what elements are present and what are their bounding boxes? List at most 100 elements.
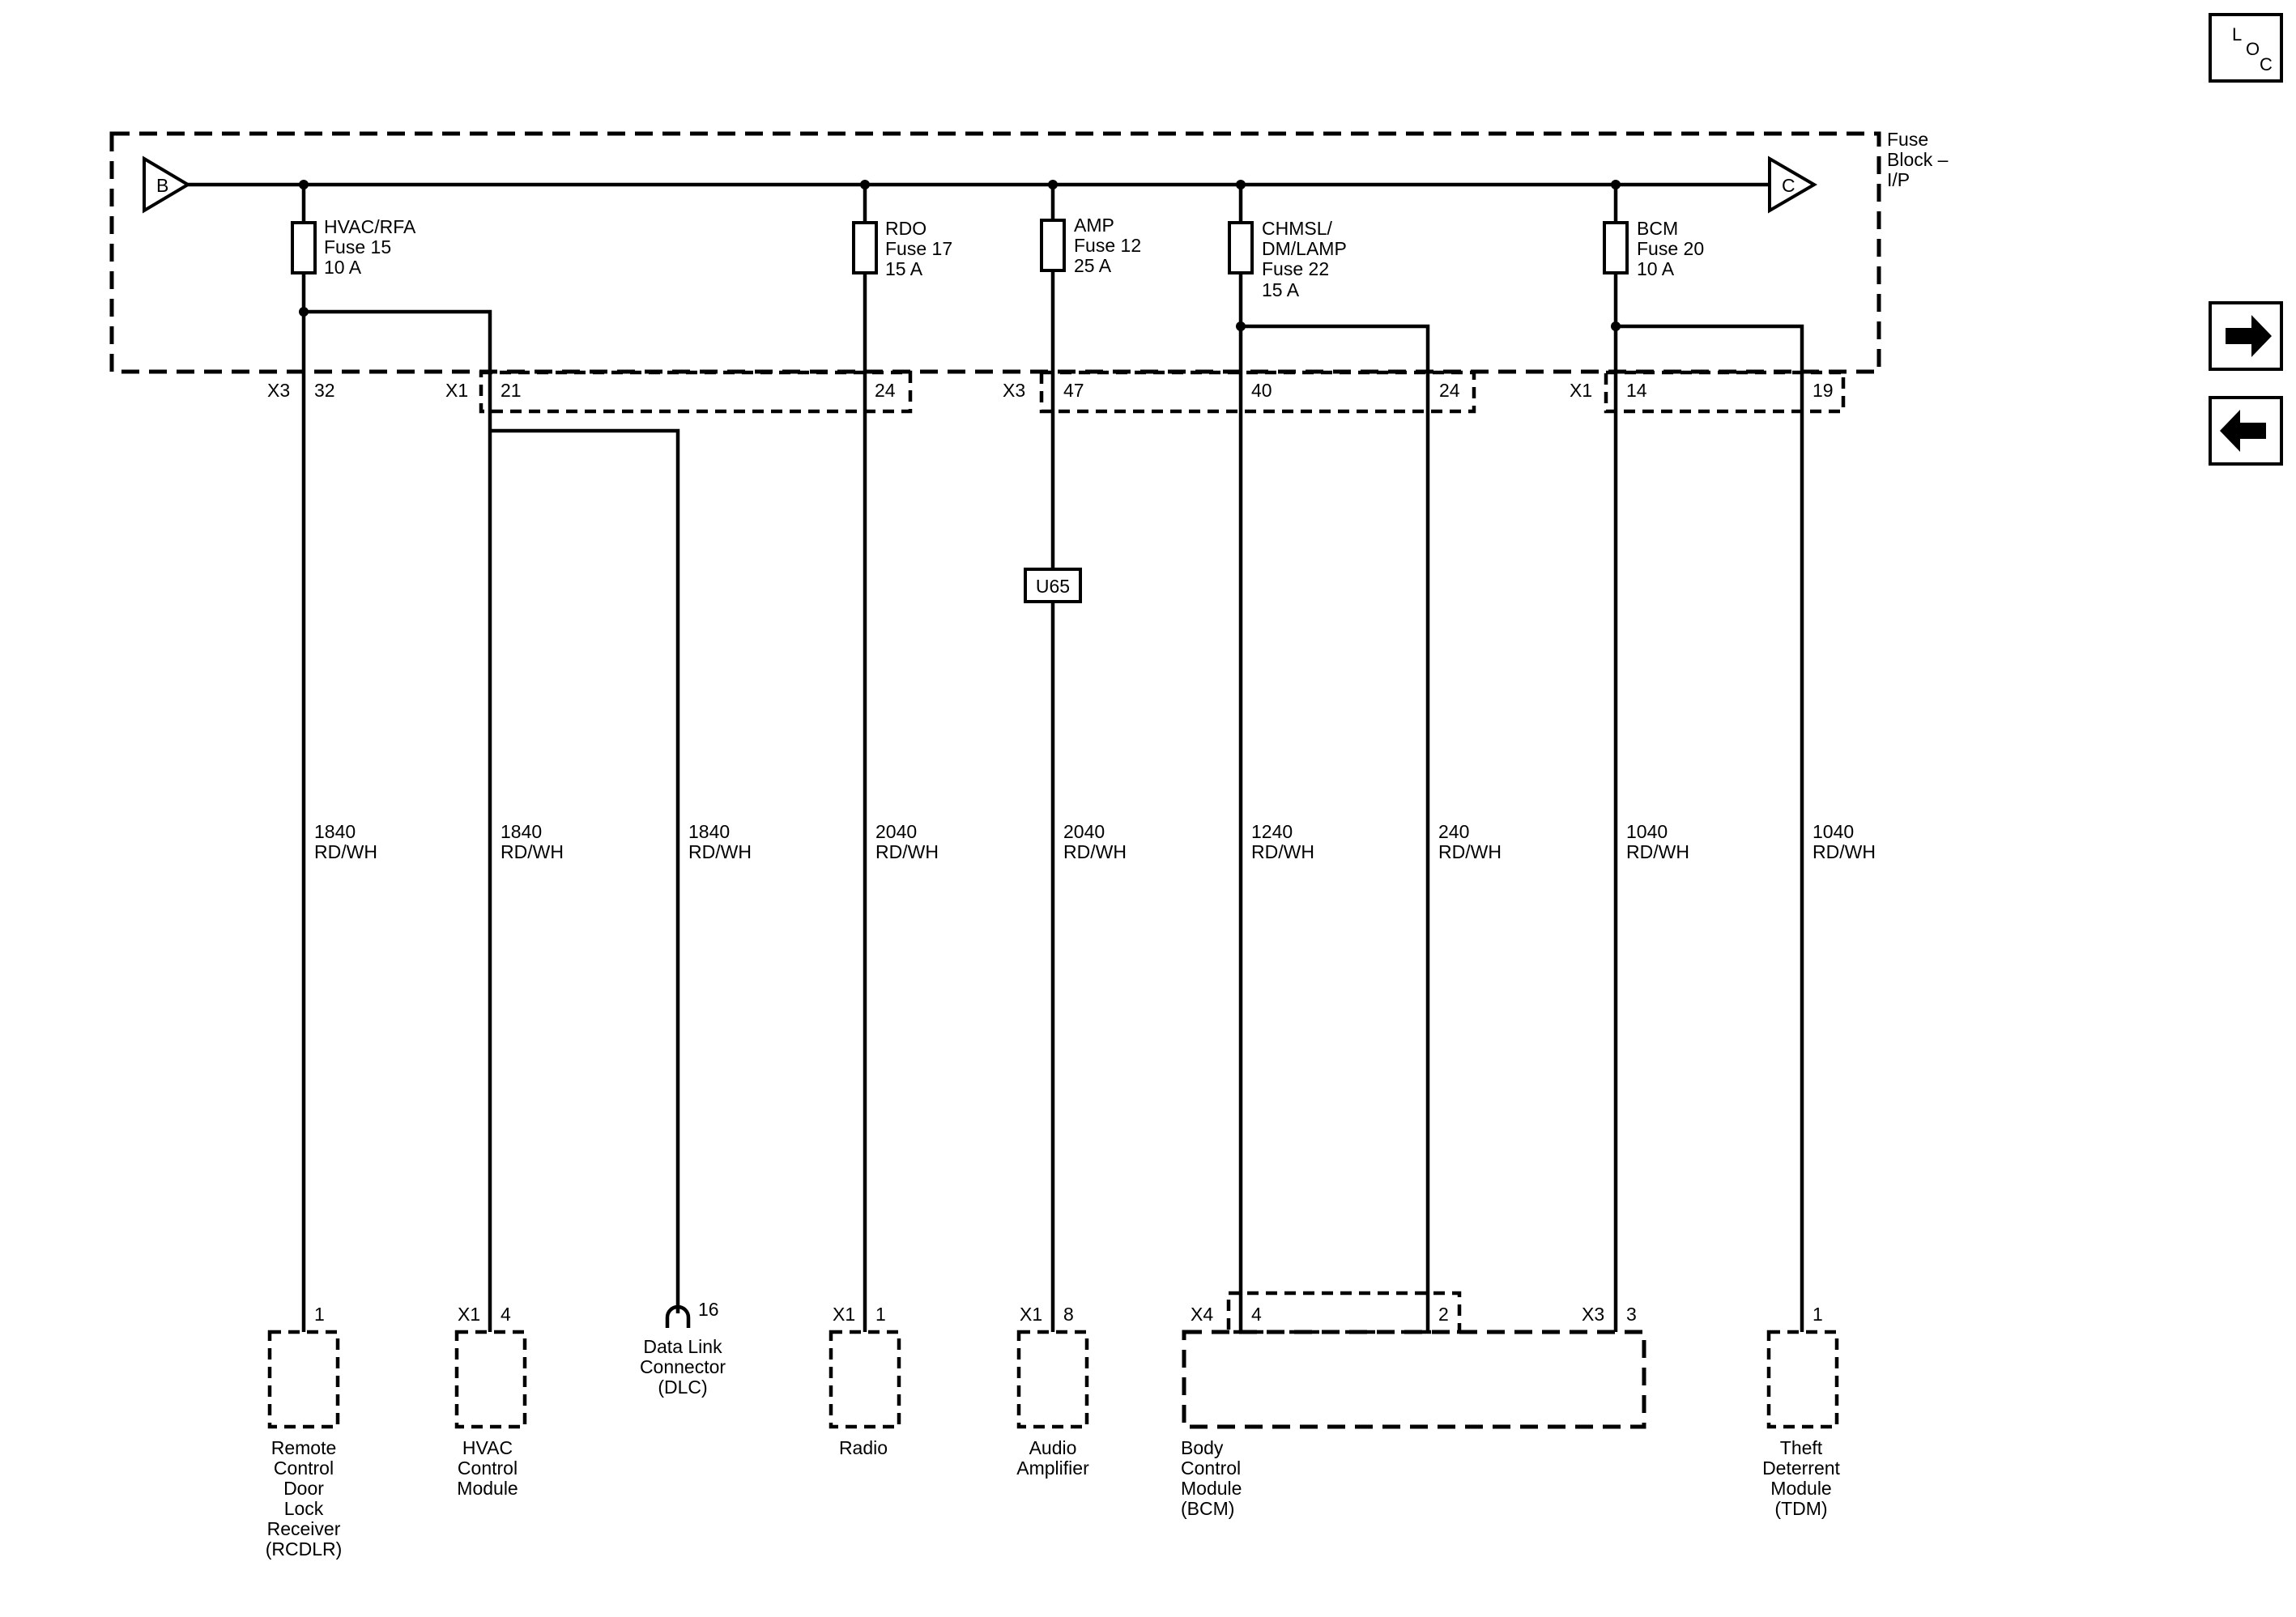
fuse-20-name: BCM [1637, 218, 1678, 239]
module-tdm-label: (TDM) [1774, 1498, 1827, 1519]
fuse-block-label-line-3: I/P [1887, 169, 1910, 190]
pin-label: 40 [1251, 380, 1272, 401]
dlc-label: Connector [640, 1356, 726, 1377]
module-rcdlr-label: Control [274, 1457, 334, 1479]
wire-color: RD/WH [1813, 841, 1876, 862]
fuse-12-name: AMP [1074, 215, 1114, 236]
fuse-22-name-cont: DM/LAMP [1262, 238, 1347, 259]
fuse-block-label-line-1: Fuse [1887, 129, 1928, 150]
fuse-15-number: Fuse 15 [324, 236, 391, 257]
fuse-17-name: RDO [885, 218, 926, 239]
fuse-20-symbol [1603, 221, 1629, 274]
pin-label: 14 [1626, 380, 1647, 401]
loc-letter-l: L [2232, 24, 2242, 45]
module-rcdlr-label: Remote [271, 1437, 337, 1458]
connector-x4-lower [1226, 1291, 1462, 1334]
wire-circuit-number: 240 [1438, 821, 1469, 842]
connector-x1-upper-left [479, 370, 913, 414]
module-bcm-outline [1182, 1330, 1646, 1429]
wire-color: RD/WH [1063, 841, 1127, 862]
connector-label: X1 [833, 1304, 855, 1325]
bus-in-connector[interactable]: B [143, 155, 191, 214]
connector-label: X1 [1020, 1304, 1042, 1325]
fuse-22-number: Fuse 22 [1262, 258, 1329, 279]
bus-in-label: B [156, 175, 168, 196]
wire-color: RD/WH [501, 841, 564, 862]
previous-page-button[interactable] [2209, 396, 2283, 466]
module-tdm-label: Theft [1780, 1437, 1823, 1458]
module-bcm[interactable]: Body Control Module (BCM) [1181, 1291, 1646, 1519]
connector-x1-upper-right [1604, 370, 1846, 414]
module-hvac-control-label: Module [457, 1478, 518, 1499]
connector-label: X1 [1570, 380, 1592, 401]
arrow-left-icon [2220, 410, 2266, 452]
fuse-17-rating: 15 A [885, 258, 923, 279]
connector-label: X1 [458, 1304, 480, 1325]
loc-button[interactable]: L O C [2209, 13, 2283, 83]
module-bcm-label: Body [1181, 1437, 1224, 1458]
pin-label: 4 [1251, 1304, 1262, 1325]
next-page-button[interactable] [2209, 301, 2283, 371]
module-tdm[interactable]: Theft Deterrent Module (TDM) [1762, 1330, 1841, 1519]
wire-circuit-number: 1040 [1813, 821, 1854, 842]
pin-label: 1 [1813, 1304, 1823, 1325]
wire-circuit-number: 1840 [314, 821, 356, 842]
module-audio-amplifier[interactable]: Audio Amplifier [1016, 1330, 1089, 1479]
connector-label: X1 [445, 380, 468, 401]
wire-circuit-number: 1840 [501, 821, 542, 842]
wire-color: RD/WH [1251, 841, 1314, 862]
fuse-12-rating: 25 A [1074, 255, 1112, 276]
module-rcdlr-label: Door [283, 1478, 324, 1499]
pin-label: 1 [875, 1304, 886, 1325]
fuse-15-name: HVAC/RFA [324, 216, 416, 237]
fuse-22-rating: 15 A [1262, 279, 1300, 300]
wire-hvac-module [304, 309, 492, 1332]
fuse-block-outline [109, 131, 1881, 374]
pin-label: 1 [314, 1304, 325, 1325]
connector-label: X3 [1003, 380, 1025, 401]
wire-circuit-number: 2040 [875, 821, 917, 842]
fuse-15-rating: 10 A [324, 257, 362, 278]
module-bcm-label: (BCM) [1181, 1498, 1234, 1519]
module-radio-label: Radio [839, 1437, 888, 1458]
module-hvac-control-outline [454, 1330, 527, 1429]
splice-u65 [1024, 568, 1082, 603]
pin-label: 8 [1063, 1304, 1074, 1325]
wire-color: RD/WH [314, 841, 377, 862]
arrow-right-icon [2226, 315, 2272, 357]
fuse-12-number: Fuse 12 [1074, 235, 1141, 256]
pin-label: 24 [1439, 380, 1460, 401]
wire-bcm-pin-2 [1241, 324, 1430, 1332]
fuse-block-label-line-2: Block – [1887, 149, 1949, 170]
wire-color: RD/WH [688, 841, 752, 862]
module-bcm-label: Control [1181, 1457, 1241, 1479]
wire-dlc [490, 428, 680, 1313]
splice-u65-label: U65 [1036, 576, 1070, 597]
pin-label: 32 [314, 380, 335, 401]
module-rcdlr-label: Lock [284, 1498, 324, 1519]
wire-circuit-number: 1840 [688, 821, 730, 842]
pin-label: 19 [1813, 380, 1834, 401]
pin-label: 21 [501, 380, 522, 401]
module-radio[interactable]: Radio [829, 1330, 901, 1458]
fuse-12-symbol [1040, 219, 1066, 272]
pin-label: 3 [1626, 1304, 1637, 1325]
module-hvac-control[interactable]: HVAC Control Module [454, 1330, 527, 1499]
connector-label: X3 [1582, 1304, 1604, 1325]
wire-circuit-number: 2040 [1063, 821, 1105, 842]
module-audio-amplifier-label: Audio [1029, 1437, 1077, 1458]
module-radio-outline [829, 1330, 901, 1429]
data-link-connector[interactable]: Data Link Connector (DLC) [640, 1304, 726, 1398]
connector-label: X3 [267, 380, 290, 401]
dlc-terminal-symbol [665, 1304, 691, 1328]
module-rcdlr[interactable]: Remote Control Door Lock Receiver (RCDLR… [266, 1330, 343, 1560]
bus-out-connector[interactable]: C [1768, 155, 1817, 214]
pin-label: 16 [698, 1299, 719, 1320]
module-tdm-label: Module [1770, 1478, 1831, 1499]
bus-in-triangle [143, 155, 191, 214]
fuse-22-name: CHMSL/ [1262, 218, 1333, 239]
pin-label: 47 [1063, 380, 1084, 401]
fuse-17-symbol [852, 221, 878, 274]
pin-label: 2 [1438, 1304, 1449, 1325]
